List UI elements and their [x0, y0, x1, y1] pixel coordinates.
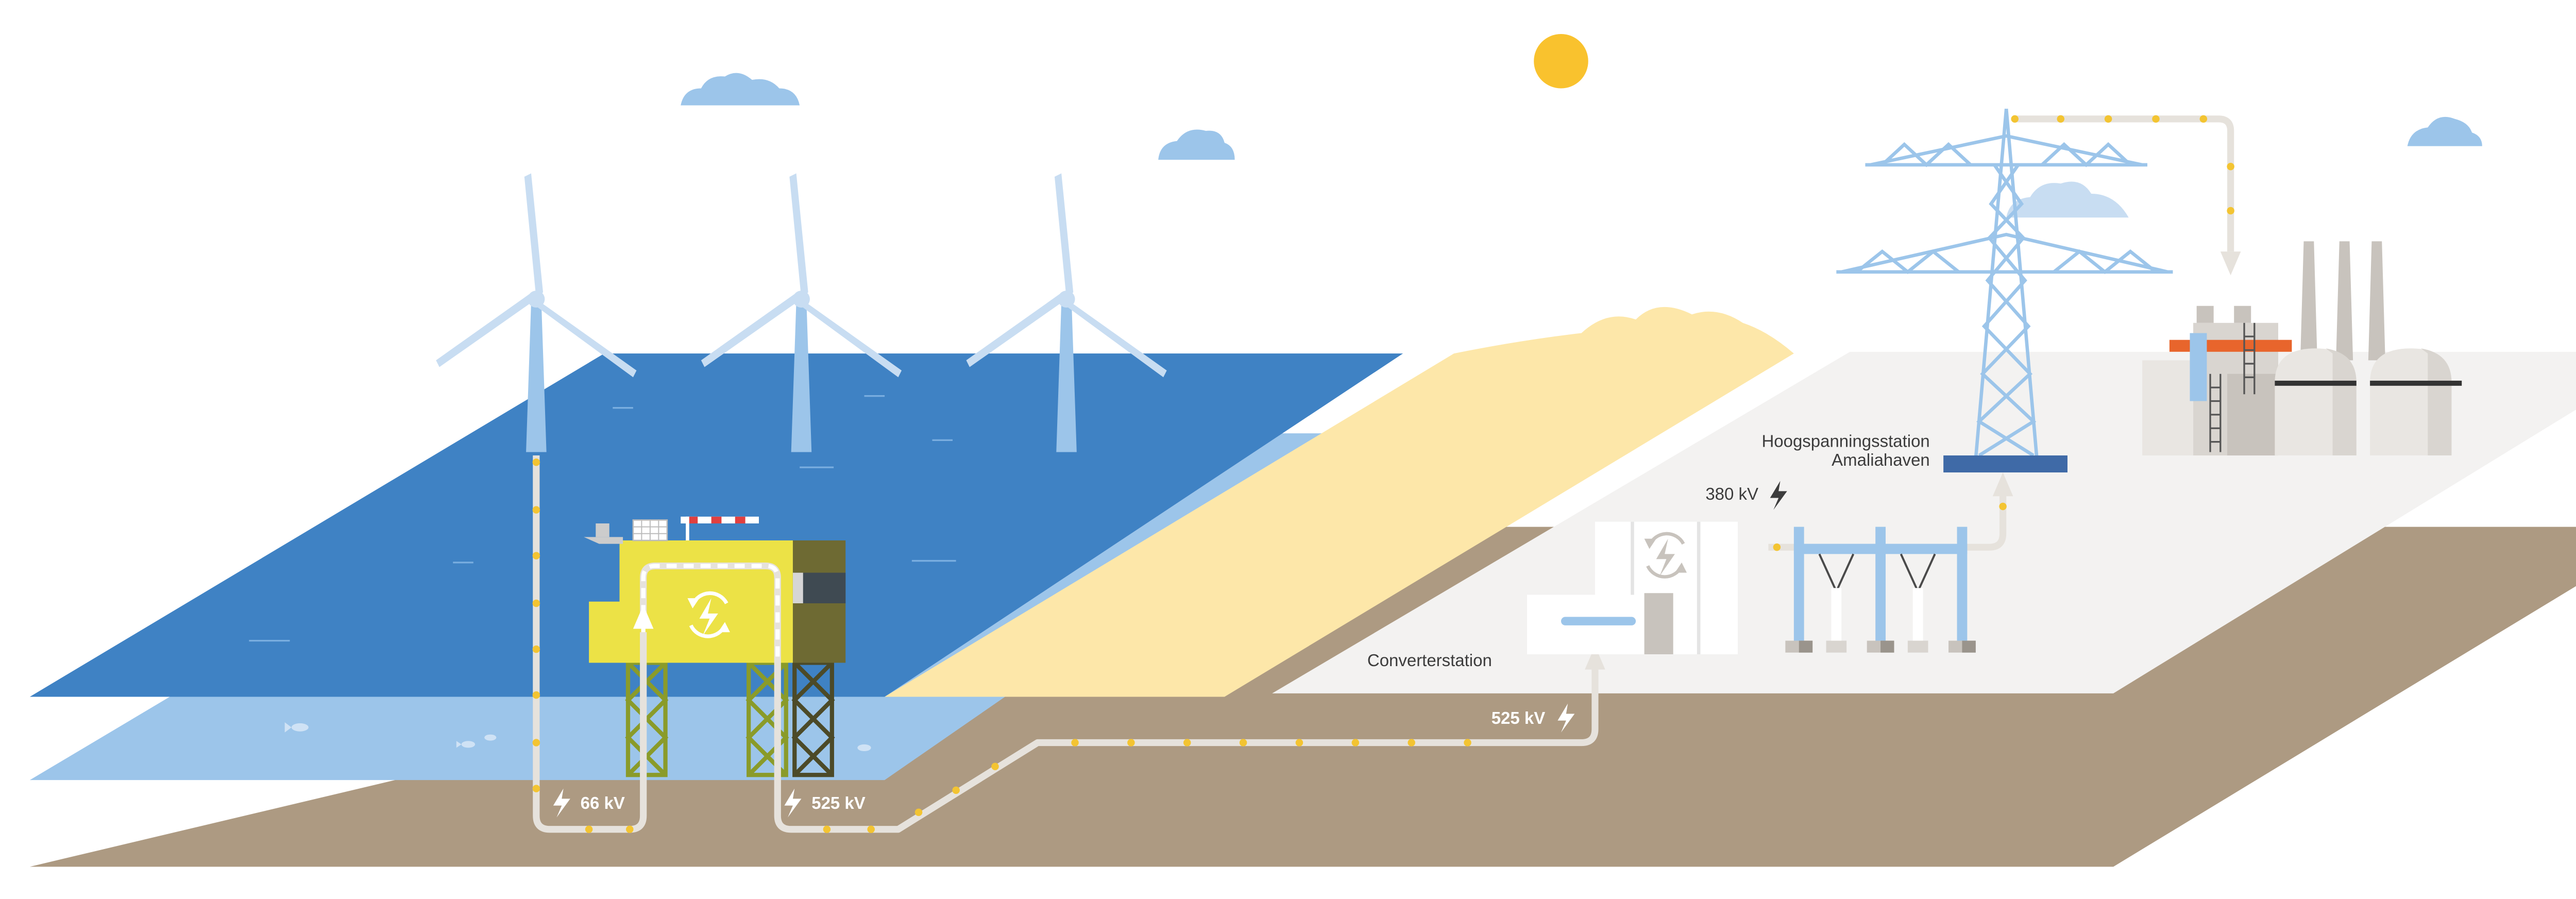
cable-energy-dots — [532, 115, 2234, 834]
wind-turbine — [436, 173, 637, 452]
substation-label-line2: Amaliahaven — [1832, 450, 1930, 469]
cloud — [2407, 116, 2482, 146]
offshore-platform — [584, 516, 846, 777]
cable-525kv-platform — [640, 562, 1599, 833]
cloud — [681, 73, 800, 106]
wind-turbine — [966, 173, 1167, 452]
substation-gantry — [1785, 527, 1976, 653]
converter-station — [1527, 521, 1738, 654]
cloud — [1158, 129, 1235, 160]
lightning-bolt-icon — [553, 788, 570, 818]
flow-arrows — [1585, 251, 2241, 670]
lightning-bolt-icon — [784, 788, 802, 818]
dune — [885, 307, 1794, 697]
substation-label-line1: Hoogspanningsstation — [1762, 432, 1930, 451]
cable-380kv — [1768, 493, 2007, 551]
platform-cable-loop — [641, 564, 780, 663]
lightning-bolt-icon — [1770, 481, 1787, 510]
transmission-pylon — [1836, 108, 2173, 459]
cable-grid — [2014, 115, 2234, 252]
voltage-label-525kv-land: 525 kV — [1492, 708, 1546, 727]
cloud — [2006, 181, 2129, 218]
pylon-base — [1943, 455, 2067, 473]
flow-arrow-platform — [633, 605, 654, 629]
ac-dc-converter-icon — [1644, 532, 1687, 579]
voltage-label-525kv-sea: 525 kV — [811, 793, 866, 812]
wind-turbine — [701, 173, 902, 452]
sun — [1534, 33, 1588, 89]
voltage-label-380kv: 380 kV — [1705, 484, 1758, 503]
power-plant — [2142, 241, 2462, 456]
lightning-bolt-icon — [1557, 703, 1575, 733]
ac-dc-converter-icon — [687, 591, 730, 638]
voltage-label-66kv: 66 kV — [581, 793, 625, 812]
fish-icons — [284, 722, 871, 752]
converter-station-label: Converterstation — [1367, 651, 1492, 670]
